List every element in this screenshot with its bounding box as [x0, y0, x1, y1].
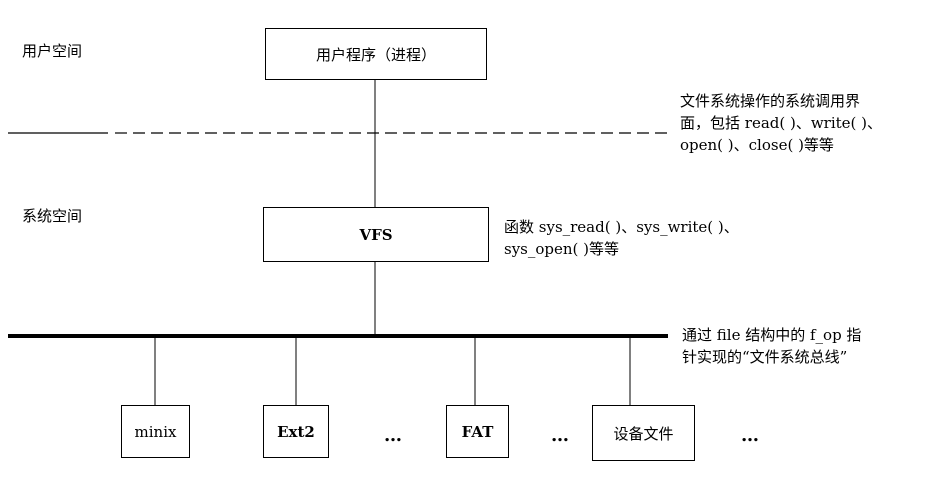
bus-note-line-2: 针实现的“文件系统总线”: [682, 348, 848, 366]
ellipsis-1: …: [384, 425, 403, 446]
vfs-functions-note: 函数 sys_read( )、sys_write( )、 sys_open( )…: [504, 216, 739, 260]
fat-box: FAT: [446, 405, 509, 458]
minix-box: minix: [121, 405, 190, 458]
syscall-note: 文件系统操作的系统调用界 面，包括 read( )、write( )、 open…: [680, 90, 882, 156]
vfs-functions-line-1: 函数 sys_read( )、sys_write( )、: [504, 218, 739, 236]
syscall-note-line-1: 文件系统操作的系统调用界: [680, 92, 861, 110]
bus-note-line-1: 通过 file 结构中的 f_op 指: [682, 326, 862, 344]
syscall-note-line-3: open( )、close( )等等: [680, 136, 834, 154]
bus-note: 通过 file 结构中的 f_op 指 针实现的“文件系统总线”: [682, 324, 861, 368]
syscall-note-line-2: 面，包括 read( )、write( )、: [680, 114, 883, 132]
ellipsis-2: …: [551, 425, 570, 446]
ext2-box: Ext2: [263, 405, 329, 458]
user-program-box: 用户程序（进程）: [265, 28, 487, 80]
vfs-box: VFS: [263, 207, 489, 262]
system-space-label: 系统空间: [22, 207, 83, 225]
user-space-label: 用户空间: [22, 42, 83, 60]
vfs-functions-line-2: sys_open( )等等: [504, 240, 620, 258]
device-file-box: 设备文件: [592, 405, 695, 461]
ellipsis-3: …: [741, 425, 760, 446]
